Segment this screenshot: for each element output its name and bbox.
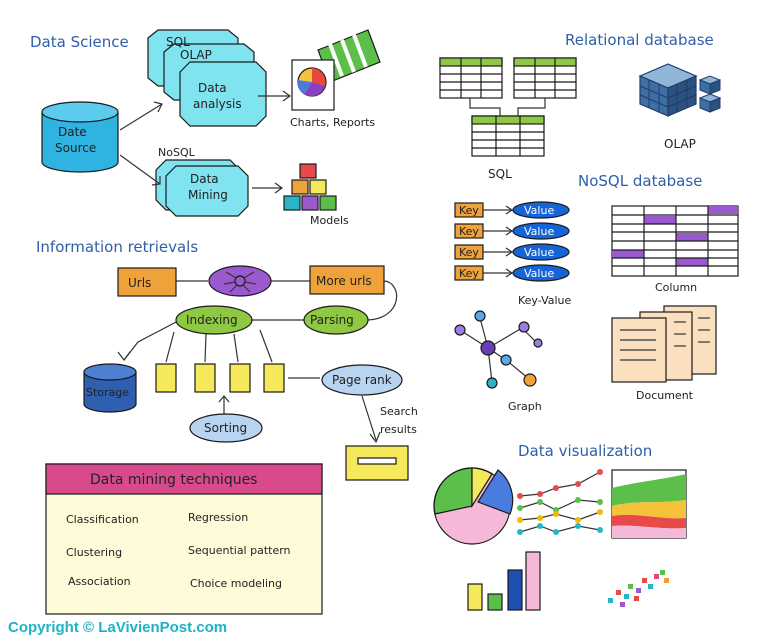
info-retrieval-heading: Information retrievals: [36, 238, 198, 256]
parsing-node: [303, 305, 369, 335]
data-mining-label-2: Mining: [188, 188, 228, 202]
page-rank-node: [321, 364, 403, 396]
technique-regression: Regression: [188, 511, 248, 524]
kv-key-3: Key: [459, 246, 479, 259]
search-results-box: [345, 445, 409, 481]
urls-box: [117, 267, 177, 297]
relational-sql-label: SQL: [488, 167, 512, 181]
data-analysis-label-2: analysis: [193, 97, 242, 111]
more-urls-label: More urls: [316, 274, 372, 288]
column-label: Column: [655, 281, 697, 294]
scatter-plot-icon: [608, 570, 669, 607]
kv-key-2: Key: [459, 225, 479, 238]
web-crawler-icon: [208, 265, 272, 297]
info-retrieval-connectors: [117, 280, 398, 444]
sql-hex-label: SQL: [166, 35, 190, 49]
pie-chart-icon: [433, 467, 514, 545]
parsing-label: Parsing: [310, 313, 354, 327]
column-store-icon: [611, 205, 739, 277]
kv-value-4: Value: [524, 267, 554, 280]
urls-label: Urls: [128, 276, 151, 290]
graph-icon: [454, 310, 543, 389]
key-value-row-4: [454, 264, 570, 282]
technique-clustering: Clustering: [66, 546, 122, 559]
date-source-label-1: Date: [58, 125, 87, 139]
storage-label: Storage: [86, 386, 129, 399]
key-value-row-2: [454, 222, 570, 240]
data-science-heading: Data Science: [30, 33, 129, 51]
technique-sequential-pattern: Sequential pattern: [188, 544, 291, 557]
models-label: Models: [310, 214, 349, 227]
olap-cube-icon: [638, 63, 722, 117]
relational-tables-icon: [439, 57, 577, 157]
document-icon: [611, 305, 717, 383]
kv-value-3: Value: [524, 246, 554, 259]
models-cubes-icon: [283, 163, 337, 211]
sorting-label: Sorting: [204, 421, 247, 435]
results-label: results: [380, 423, 417, 436]
page-rank-label: Page rank: [332, 373, 392, 387]
data-analysis-label-1: Data: [198, 81, 227, 95]
kv-value-1: Value: [524, 204, 554, 217]
area-chart-icon: [611, 469, 687, 539]
techniques-card: [45, 463, 323, 615]
data-science-arrows: [119, 90, 292, 194]
key-value-row-3: [454, 243, 570, 261]
storage-cylinder: [83, 363, 137, 413]
relational-olap-label: OLAP: [664, 137, 696, 151]
technique-association: Association: [68, 575, 131, 588]
technique-classification: Classification: [66, 513, 139, 526]
techniques-title: Data mining techniques: [90, 472, 257, 488]
document-label: Document: [636, 389, 694, 402]
technique-choice-modeling: Choice modeling: [190, 577, 282, 590]
kv-key-4: Key: [459, 267, 479, 280]
kv-key-1: Key: [459, 204, 479, 217]
sorting-node: [189, 413, 263, 443]
line-chart-icon: [517, 469, 603, 535]
data-mining-stack: [155, 159, 249, 217]
charts-reports-label: Charts, Reports: [290, 116, 375, 129]
indexing-node: [175, 305, 253, 335]
copyright-text: Copyright © LaVivienPost.com: [8, 619, 227, 636]
index-pages: [155, 363, 285, 393]
olap-hex-label: OLAP: [180, 48, 212, 62]
key-value-row-1: [454, 201, 570, 219]
kv-value-2: Value: [524, 225, 554, 238]
more-urls-box: [309, 265, 385, 295]
data-vis-heading: Data visualization: [518, 442, 652, 460]
bar-chart-icon: [467, 551, 541, 611]
indexing-label: Indexing: [186, 313, 238, 327]
data-analysis-stack: [147, 29, 267, 127]
nosql-label: NoSQL: [158, 146, 196, 159]
data-mining-label-1: Data: [190, 172, 219, 186]
date-source-cylinder: [41, 101, 119, 173]
search-label: Search: [380, 405, 418, 418]
key-value-label: Key-Value: [518, 294, 572, 307]
charts-reports-icon: [291, 29, 381, 111]
graph-label: Graph: [508, 400, 542, 413]
relational-db-heading: Relational database: [565, 31, 714, 49]
date-source-label-2: Source: [55, 141, 96, 155]
nosql-db-heading: NoSQL database: [578, 172, 702, 190]
